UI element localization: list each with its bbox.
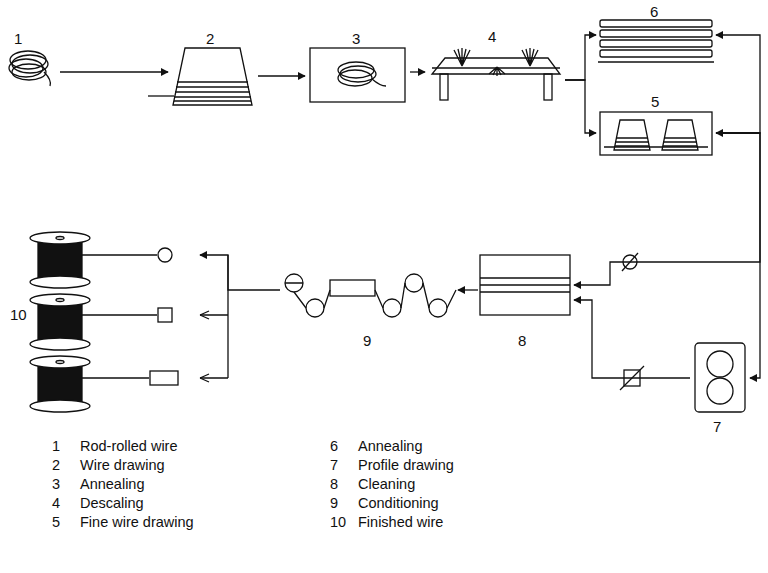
process-step: 7	[690, 340, 750, 440]
step-number: 8	[518, 332, 526, 349]
process-step: 6	[596, 0, 716, 64]
process-step: 2	[168, 26, 258, 108]
legend-text: Finished wire	[358, 514, 443, 531]
step-number: 2	[206, 30, 214, 47]
legend-number: 2	[52, 457, 60, 474]
step-number: 4	[488, 28, 496, 45]
flow-arrow	[565, 35, 596, 80]
step-number: 7	[713, 418, 721, 435]
flow-arrow	[574, 300, 690, 378]
legend-number: 3	[52, 476, 60, 493]
legend-number: 10	[330, 514, 346, 531]
process-step: 10	[5, 228, 200, 413]
flow-arrow	[60, 71, 168, 72]
flow-arrow	[458, 289, 478, 290]
legend-text: Descaling	[80, 495, 144, 512]
legend-number: 1	[52, 438, 60, 455]
process-step: 9	[280, 262, 458, 352]
legend-text: Annealing	[358, 438, 423, 455]
legend-text: Wire drawing	[80, 457, 165, 474]
legend-number: 5	[52, 514, 60, 531]
legend-text: Fine wire drawing	[80, 514, 194, 531]
legend-number: 8	[330, 476, 338, 493]
step-number: 10	[10, 306, 27, 323]
legend-text: Conditioning	[358, 495, 439, 512]
step-number: 1	[14, 30, 22, 47]
step-number: 6	[650, 3, 658, 20]
flow-arrow	[716, 133, 760, 378]
process-step: 1	[5, 28, 60, 88]
legend-text: Annealing	[80, 476, 145, 493]
process-step: 3	[305, 26, 410, 104]
legend-text: Rod-rolled wire	[80, 438, 178, 455]
flow-arrow	[410, 71, 425, 72]
step-number: 5	[651, 93, 659, 110]
step-number: 9	[363, 332, 371, 349]
legend-number: 9	[330, 495, 338, 512]
flow-arrow	[258, 75, 305, 76]
legend-number: 6	[330, 438, 338, 455]
legend-text: Profile drawing	[358, 457, 454, 474]
process-step: 4	[425, 24, 565, 104]
process-step: 8	[478, 252, 574, 352]
flow-arrow	[565, 80, 596, 133]
legend-number: 4	[52, 495, 60, 512]
step-number: 3	[352, 30, 360, 47]
legend-text: Cleaning	[358, 476, 415, 493]
process-step: 5	[596, 92, 716, 158]
flow-arrow	[716, 35, 760, 133]
legend-number: 7	[330, 457, 338, 474]
flow-arrow	[574, 133, 760, 285]
flow-arrow	[200, 255, 280, 290]
